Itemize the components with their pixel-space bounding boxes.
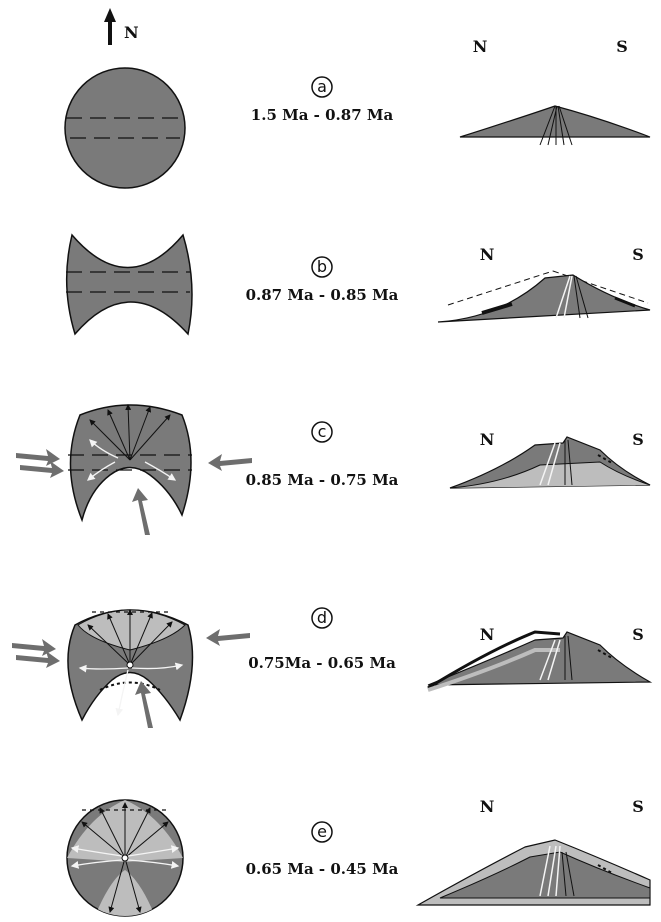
volcano-map-c <box>70 405 191 520</box>
cross-section-a <box>460 106 650 145</box>
cross-section-d <box>428 632 650 690</box>
stage-time: 0.87 Ma - 0.85 Ma <box>246 286 399 304</box>
stage-time: 0.65 Ma - 0.45 Ma <box>246 860 399 878</box>
profile-north-label: N <box>473 37 488 56</box>
profile-south-label: S <box>632 625 644 644</box>
profile-south-label: S <box>632 430 644 449</box>
cross-section-b <box>438 271 650 322</box>
stage-e: e 0.65 Ma - 0.45 Ma N S <box>67 797 650 916</box>
stage-b: b 0.87 Ma - 0.85 Ma N S <box>66 235 650 334</box>
profile-south-label: S <box>632 797 644 816</box>
stage-letter: d <box>317 608 327 627</box>
stage-letter: c <box>318 422 327 441</box>
vent-icon <box>122 855 128 861</box>
stage-a: a 1.5 Ma - 0.87 Ma N S <box>65 37 650 188</box>
profile-north-label: N <box>480 797 495 816</box>
profile-north-label: N <box>480 625 495 644</box>
profile-north-label: N <box>480 245 495 264</box>
vent-icon <box>127 662 133 668</box>
stage-d: d 0.75Ma - 0.65 Ma N S <box>12 608 650 728</box>
profile-north-label: N <box>480 430 495 449</box>
cross-section-e <box>418 840 650 905</box>
volcano-map-b <box>67 235 192 334</box>
profile-south-label: S <box>616 37 628 56</box>
stage-time: 0.85 Ma - 0.75 Ma <box>246 471 399 489</box>
stage-letter: a <box>317 77 327 96</box>
volcano-map-a <box>65 68 185 188</box>
stage-c: c 0.85 Ma - 0.75 Ma N S <box>16 405 650 535</box>
stage-time: 0.75Ma - 0.65 Ma <box>248 654 396 672</box>
stage-time: 1.5 Ma - 0.87 Ma <box>251 106 394 124</box>
profile-south-label: S <box>632 245 644 264</box>
stage-letter: e <box>317 822 327 841</box>
north-arrow-icon <box>104 8 116 45</box>
stage-letter: b <box>317 257 327 276</box>
north-label: N <box>124 23 139 42</box>
